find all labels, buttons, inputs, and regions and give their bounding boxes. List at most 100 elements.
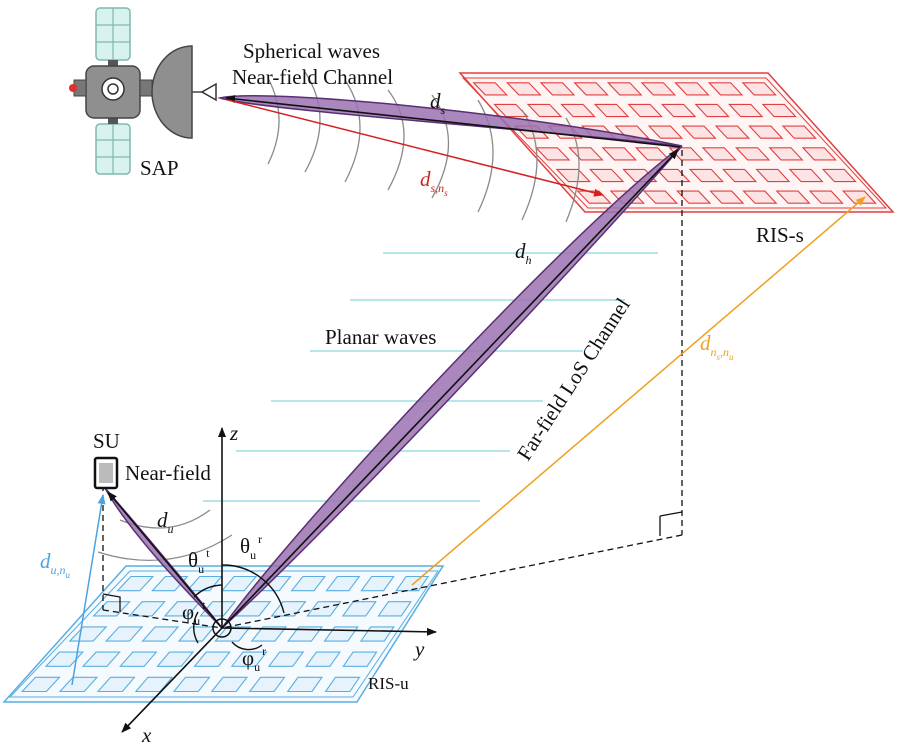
ris-s-cell (660, 103, 697, 118)
ris-u-cell (172, 676, 211, 693)
ris-u-cell (306, 601, 342, 617)
label-spherical-waves: Spherical waves (243, 39, 380, 63)
symbol-d-s: ds (430, 89, 446, 117)
ris-s-cell (788, 168, 824, 183)
planar-wave-lines (203, 252, 658, 502)
ris-s-cell (674, 82, 710, 96)
ris-u-cell (163, 601, 202, 617)
ris-s-cell (701, 147, 737, 161)
ris-s-cell (781, 125, 817, 139)
ris-s-cell (728, 103, 764, 118)
ris-u-cell (20, 676, 61, 693)
ris-u-cells (20, 575, 430, 693)
ris-u-cell (341, 601, 377, 617)
ris-s-cell (676, 190, 712, 204)
ris-s-cell (761, 103, 797, 118)
ris-s-cell (493, 103, 529, 118)
ris-u-cell (210, 676, 249, 693)
ris-u-cell (193, 651, 231, 667)
ris-u-cell (250, 626, 288, 642)
ris-u-cell (290, 575, 327, 592)
ris-s-cell (655, 168, 691, 183)
ris-u-cell (360, 575, 395, 592)
sap-satellite-icon (69, 7, 217, 175)
symbol-d-h: dh (515, 239, 532, 267)
ris-s-cell (808, 190, 844, 204)
label-near-field: Near-field (125, 461, 211, 485)
label-planar-waves: Planar waves (325, 325, 436, 349)
ris-s-cell (539, 82, 576, 96)
axis-z-label: z (229, 421, 238, 445)
ris-s-cell (593, 103, 630, 118)
ris-s-cell (576, 190, 612, 204)
label-far-field-los: Far-field LoS Channel (512, 293, 635, 464)
ris-s-cell (741, 82, 777, 96)
ris-s-cell (735, 147, 771, 161)
ris-u-cell (119, 651, 158, 667)
ris-s-cell (768, 147, 804, 161)
ds-arrow (225, 94, 681, 148)
ris-s-cell (707, 82, 744, 96)
ris-s-cell (742, 190, 778, 204)
ris-u-panel (2, 565, 445, 703)
d-sns-arrow (227, 99, 604, 197)
symbol-phi-u-t: φut (182, 598, 206, 628)
origin-circle (212, 618, 232, 638)
ris-s-panel (458, 72, 895, 213)
ris-u-cell (286, 676, 324, 693)
label-su: SU (93, 429, 120, 453)
ris-u-cell (141, 626, 180, 642)
ris-u-cell (325, 575, 361, 592)
ris-u-cell (156, 651, 195, 667)
ris-u-cell (128, 601, 166, 617)
ris-u-cell (96, 676, 136, 693)
coordinate-axes (121, 427, 437, 733)
ris-u-cell (104, 626, 144, 642)
symbol-d-u-nu: du,nu (40, 549, 71, 580)
ris-s-cell (506, 82, 542, 96)
ris-s-cell (801, 147, 837, 161)
ris-u-cell (116, 575, 155, 592)
label-near-field-channel: Near-field Channel (232, 65, 393, 89)
ris-u-cell (324, 676, 361, 693)
ris-s-cell (555, 168, 592, 183)
ris-s-cell (775, 190, 811, 204)
ris-s-cell (714, 125, 751, 139)
ris-u-cell (81, 651, 121, 667)
su-phone-icon (93, 456, 119, 490)
ris-s-cell (606, 82, 643, 96)
right-angle-mark-far (659, 511, 683, 536)
ris-s-cell (688, 168, 724, 183)
ris-u-cell (395, 575, 430, 592)
ris-u-cell (305, 651, 341, 667)
ris-s-cell (573, 82, 609, 96)
ris-s-cell (681, 125, 717, 139)
ris-u-cell (342, 651, 378, 667)
ris-s-cell (755, 168, 791, 183)
ris-u-cell (177, 626, 216, 642)
dh-arrow (221, 149, 679, 629)
ris-u-cell (230, 651, 268, 667)
ris-u-cell (220, 575, 258, 592)
ris-s-cell (601, 147, 637, 161)
ris-s-cell (647, 125, 684, 139)
angle-arcs (192, 564, 285, 651)
ris-u-cell (377, 601, 412, 617)
ris-s-cell (560, 103, 596, 118)
ris-u-cell (248, 676, 286, 693)
ris-s-cell (640, 82, 677, 96)
symbol-phi-u-r: φur (242, 644, 266, 674)
symbol-theta-u-r: θur (240, 532, 262, 562)
ris-u-cell (185, 575, 223, 592)
d-nsnu-arrow (411, 196, 866, 586)
ris-s-cell (748, 125, 784, 139)
right-angle-mark-near (102, 593, 121, 612)
ris-s-cell (627, 103, 663, 118)
ris-s-cell (642, 190, 679, 204)
ris-s-cell (709, 190, 745, 204)
ris-u-cell (68, 626, 108, 642)
label-ris-s: RIS-s (756, 223, 804, 247)
symbol-d-u: du (157, 508, 174, 536)
d-unu-arrow (71, 494, 106, 686)
